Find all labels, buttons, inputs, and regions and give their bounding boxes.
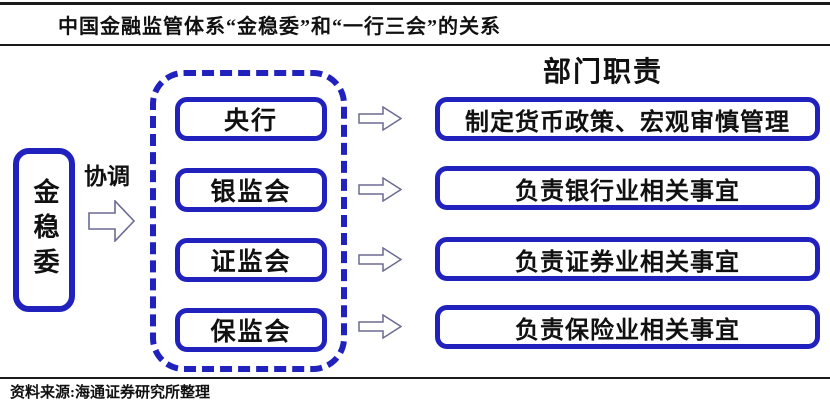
responsibility-arrow-icon xyxy=(358,314,402,339)
regulators-dashed-frame xyxy=(150,70,347,372)
source-divider-rule xyxy=(0,377,830,379)
figure-title: 中国金融监管体系“金稳委”和“一行三会”的关系 xyxy=(58,16,501,38)
agency-label: 央行 xyxy=(223,108,278,135)
responsibility-box-circ: 负责保险业相关事宜 xyxy=(435,305,820,349)
committee-box: 金稳委 xyxy=(13,148,75,312)
responsibility-box-csrc: 负责证券业相关事宜 xyxy=(435,237,820,281)
source-note: 资料来源:海通证券研究所整理 xyxy=(10,385,210,401)
responsibility-arrow-icon xyxy=(358,106,402,131)
responsibility-label: 制定货币政策、宏观审慎管理 xyxy=(465,109,790,136)
responsibilities-header: 部门职责 xyxy=(543,57,664,88)
agency-box-central-bank: 央行 xyxy=(175,97,327,141)
responsibility-arrow-icon xyxy=(358,247,402,272)
top-rule xyxy=(0,2,830,5)
agency-label: 银监会 xyxy=(210,179,292,206)
responsibility-label: 负责保险业相关事宜 xyxy=(515,317,740,344)
relation-label: 协调 xyxy=(84,164,130,189)
committee-label: 金稳委 xyxy=(30,177,59,283)
responsibility-label: 负责银行业相关事宜 xyxy=(515,178,740,205)
agency-box-csrc: 证监会 xyxy=(175,238,327,282)
responsibility-arrow-icon xyxy=(358,177,402,202)
responsibility-box-central-bank: 制定货币政策、宏观审慎管理 xyxy=(435,97,820,141)
agency-box-circ: 保监会 xyxy=(175,308,327,352)
title-divider-rule xyxy=(0,44,830,46)
responsibility-label: 负责证券业相关事宜 xyxy=(515,249,740,276)
agency-label: 保监会 xyxy=(210,319,292,346)
agency-box-cbrc: 银监会 xyxy=(175,168,327,212)
responsibility-box-cbrc: 负责银行业相关事宜 xyxy=(435,166,820,210)
coordination-arrow-icon xyxy=(88,200,136,242)
agency-label: 证监会 xyxy=(210,249,292,276)
